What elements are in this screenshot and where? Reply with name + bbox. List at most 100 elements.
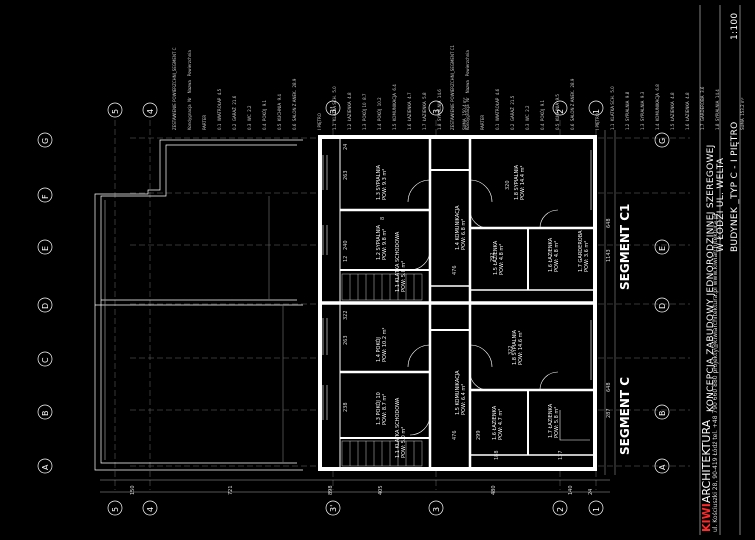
axis-label-num: 5 [111, 506, 120, 512]
sheet-title: BUDYNEK _TYP C - I PIĘTRO [730, 121, 740, 252]
dimension-bottom: 480 [491, 485, 497, 495]
room-area: POW: 14.4 m² [520, 165, 526, 200]
dimension-bottom: 140 [568, 485, 574, 495]
windows [322, 150, 596, 420]
dimension-right: 287 [606, 408, 612, 418]
room-area: POW: 9.8 m² [382, 228, 388, 260]
schedule-heading: ZESTAWIENIE POWIERZCHNI_SEGMENT C1 [450, 45, 455, 130]
room-area: POW: 6.4 m² [461, 383, 467, 415]
dimension-right: 1143 [606, 249, 612, 262]
project-title-line2: W ŁODZI UL. WELTA [716, 157, 726, 252]
schedule-row: 0.5 KUCHNIA 9.5 [555, 94, 560, 130]
schedule-heading: ZESTAWIENIE POWIERZCHNI_SEGMENT C [172, 47, 177, 130]
axis-label-num: 1 [592, 506, 601, 512]
schedule-row: 0.1 WIATROŁAP 4.5 [217, 88, 222, 130]
schedule-row: SUMA 153.2 m² [740, 97, 745, 130]
room-dimension: 188 [494, 450, 500, 460]
schedule-row: 1.3 SYPIALNIA 9.3 [640, 91, 645, 130]
room-dimension: 476 [452, 265, 458, 275]
schedule-row: I PIĘTRO [317, 113, 322, 130]
title-block-frame [699, 5, 741, 535]
schedule-row: 1.3 POKÓJ 10 8.7 [362, 93, 367, 130]
room-dimension: 263 [343, 335, 349, 345]
axis-label-num: 3' [329, 504, 338, 512]
axis-label-num: 5 [111, 108, 120, 114]
schedule-row: 1.1 KLATKA SCH. 5.0 [610, 86, 615, 130]
axis-label-num: 3 [432, 506, 441, 512]
room-area: POW: 10.2 m² [382, 327, 388, 362]
room-area: POW: 5.0 m² [401, 260, 407, 292]
schedule-segment-c: ZESTAWIENIE POWIERZCHNI_SEGMENT C Kondyg… [162, 48, 472, 130]
room-dimension: 322 [343, 310, 349, 320]
room-area: POW: 4.7 m² [498, 408, 504, 440]
axis-label-d: D [41, 302, 50, 309]
room-area: POW: 14.6 m² [518, 330, 524, 365]
axis-label-g: G [658, 137, 667, 144]
room-dimension: 292 [490, 252, 496, 262]
room-dimension: 320 [505, 180, 511, 190]
room-dimension: 8 [380, 216, 386, 220]
axis-label-f: F [41, 194, 50, 199]
schedule-row: PARTER [480, 114, 485, 130]
drawing-scale: 1:100 [730, 12, 740, 40]
room-area: POW: 8.7 m² [382, 393, 388, 425]
room-dimension: 238 [343, 402, 349, 412]
schedule-row: 0.3 WC 2.2 [525, 105, 530, 130]
room-dimension: 137 [558, 450, 564, 460]
door-swings [407, 179, 590, 441]
schedule-row: 0.2 GARAŻ 21.6 [232, 95, 237, 130]
schedule-row: 0.6 SALON Z ANEK. 28.9 [570, 78, 575, 130]
schedule-row: 1.6 ŁAZIENKA 4.8 [685, 92, 690, 130]
axis-label-num: 3 [432, 108, 441, 114]
room-area: POW: 4.8 m² [499, 243, 505, 275]
schedule-row: 1.4 POKÓJ 10.2 [377, 97, 382, 130]
room-area: POW: 3.6 m² [584, 240, 590, 272]
dimension-right: 648 [606, 218, 612, 228]
schedule-row: 1.2 ŁAZIENKA 4.8 [347, 92, 352, 130]
axis-label-e: E [658, 245, 667, 251]
schedule-row: 0.4 POKÓJ 9.1 [262, 99, 267, 130]
axis-label-num: 2 [556, 506, 565, 512]
schedule-row: 0.2 GARAŻ 21.5 [510, 95, 515, 130]
schedule-row: 1.5 KOMUNIKACJA 6.4 [392, 84, 397, 130]
dimension-bottom: 24 [588, 488, 594, 495]
schedule-row: 0.5 KUCHNIA 9.4 [277, 94, 282, 130]
axis-label-e: E [41, 245, 50, 251]
axis-label-num: 4 [146, 506, 155, 512]
axis-label-a: A [658, 464, 667, 470]
room-area: POW: 5.0 m² [401, 426, 407, 458]
building-walls [318, 135, 597, 471]
axis-label-num: 1 [592, 108, 601, 114]
axis-label-g: G [41, 137, 50, 144]
schedule-row: 1.5 ŁAZIENKA 4.8 [670, 92, 675, 130]
schedule-row: 1.7 ŁAZIENKA 5.8 [422, 92, 427, 130]
axis-label-b: B [658, 410, 667, 417]
axis-label-a: A [41, 464, 50, 470]
schedule-row: 1.2 SYPIALNIA 9.8 [625, 91, 630, 130]
axis-label-num: 3' [329, 106, 338, 114]
axis-label-b: B [41, 410, 50, 417]
schedule-row: PARTER [202, 114, 207, 130]
dimension-bottom: 150 [130, 485, 136, 495]
terrace-outline [94, 139, 303, 471]
room-dimension: 12 [343, 255, 349, 262]
room-area: POW: 9.3 m² [382, 168, 388, 200]
schedule-row: 0.6 SALON Z ANEK. 28.9 [292, 78, 297, 130]
axis-label-num: 2 [556, 108, 565, 114]
axis-label-c: C [41, 357, 50, 363]
room-dimension: 263 [343, 170, 349, 180]
room-dimension: 476 [452, 430, 458, 440]
schedule-row: 1.8 SYPIALNIA 14.4 [715, 89, 720, 130]
stairs [341, 273, 423, 467]
